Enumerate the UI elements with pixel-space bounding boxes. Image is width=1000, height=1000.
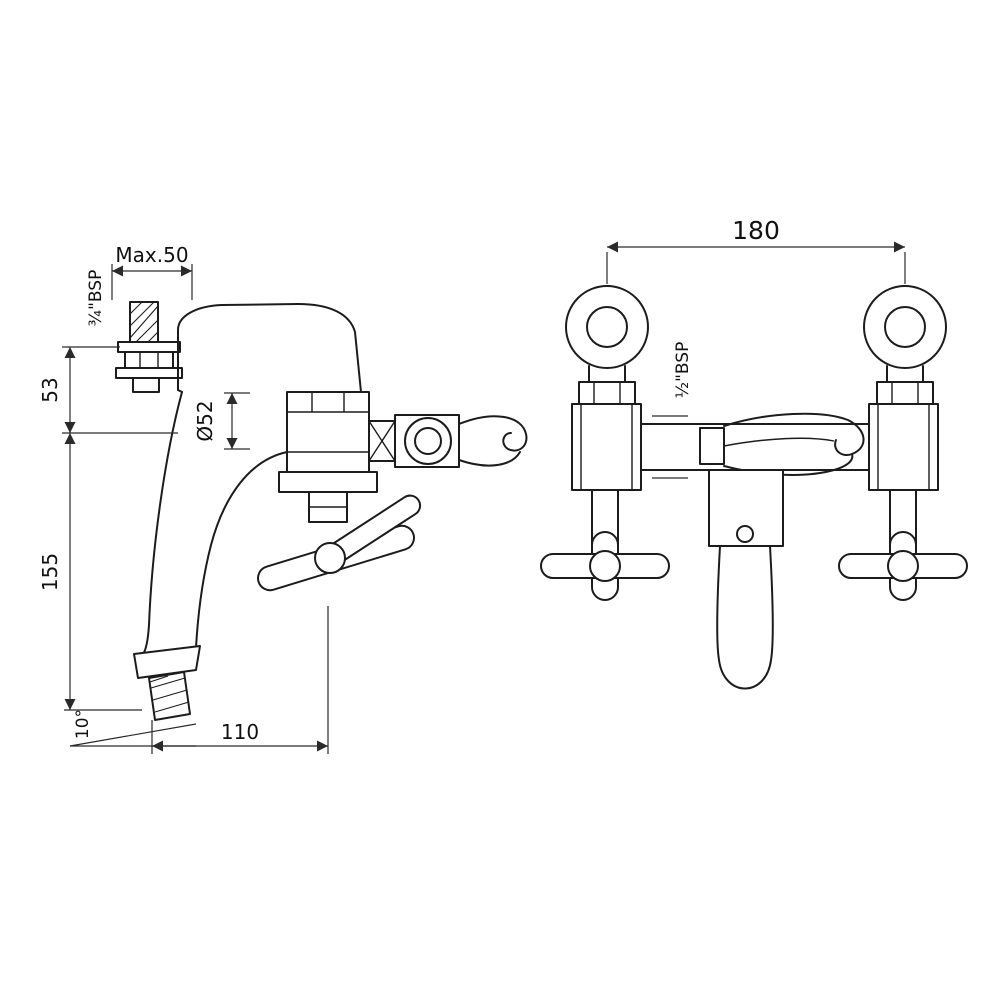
inlet-flange [115, 367, 183, 379]
dimension-53: 53 [38, 346, 178, 434]
dim-155-label: 155 [38, 553, 62, 591]
handle-hub [314, 542, 346, 574]
right-valve-block [868, 403, 939, 491]
right-handle-hub [887, 550, 919, 582]
cradle-hook-upper [458, 415, 528, 452]
left-hex-facets [593, 382, 621, 404]
extension-lines [111, 264, 193, 300]
dimension-155: 155 [38, 433, 142, 711]
extension-lines [224, 392, 250, 450]
cradle-mount [699, 427, 725, 465]
spout-nozzle [148, 671, 191, 721]
locknut-facets [139, 352, 159, 368]
dim-max50-label: Max.50 [115, 243, 188, 267]
valve-body-facets [287, 392, 369, 453]
right-riser-pipe [886, 365, 924, 383]
left-valve-block [571, 403, 642, 491]
diverter-wheel-inner [414, 427, 442, 455]
bsp-reference-ticks [652, 415, 688, 479]
extension-lines [606, 252, 906, 284]
cradle-inner-line [723, 437, 835, 447]
dim-180-label: 180 [732, 216, 780, 245]
right-block-facets [877, 404, 930, 490]
label-shower-thread: ½"BSP [673, 342, 693, 399]
dimension-diameter-52: Ø52 [193, 392, 250, 450]
nozzle-hatching [149, 675, 190, 713]
thread-hatching [129, 301, 159, 343]
valve-body [286, 391, 370, 473]
spout-outer-edge [142, 391, 183, 655]
dim-angle-label: 10° [73, 709, 93, 739]
valve-base [278, 471, 378, 493]
left-cross-handle [540, 489, 670, 601]
dim-diameter-label: Ø52 [193, 400, 217, 441]
valve-body-side [278, 391, 378, 523]
cradle-front [699, 412, 865, 476]
right-cross-handle [838, 489, 968, 601]
left-handle-hub [589, 550, 621, 582]
dimension-max-50: Max.50 [111, 243, 193, 300]
diverter-screw [736, 525, 754, 543]
cradle-hook-lower [458, 451, 521, 467]
right-valve-leg [868, 365, 939, 491]
spout-front [716, 545, 774, 690]
dimension-110: 110 [151, 606, 329, 754]
connector-cross-lines [368, 420, 396, 462]
label-inlet-thread: ¾"BSP [86, 270, 106, 327]
inlet-neck [132, 377, 160, 393]
spout-body-outline [177, 302, 362, 393]
left-flange-inner [586, 306, 628, 348]
cradle-upper-curve [723, 412, 865, 456]
dimension-180: 180 [606, 216, 906, 284]
cross-handle-side [257, 494, 422, 592]
curved-spout [133, 391, 288, 721]
spout-outlet-flange [133, 645, 201, 679]
dim-53-label: 53 [38, 377, 62, 402]
inlet-locknut [124, 351, 174, 369]
left-hex-nut [578, 381, 636, 405]
spout-inner-edge [195, 451, 288, 649]
side-elevation-view: Max.50 ¾"BSP 53 Ø52 155 10° 110 [38, 243, 528, 754]
inlet-fitting [115, 301, 183, 393]
front-elevation-view: 180 ½"BSP [540, 216, 968, 690]
wall-flanges [565, 285, 947, 369]
dim-110-label: 110 [221, 720, 259, 744]
inlet-washer-top [117, 341, 181, 353]
diverter-assembly [368, 414, 528, 468]
right-flange-inner [884, 306, 926, 348]
right-hex-nut [876, 381, 934, 405]
centre-spout-front [708, 469, 784, 690]
right-hex-facets [891, 382, 919, 404]
left-riser-pipe [588, 365, 626, 383]
left-block-facets [580, 404, 633, 490]
left-valve-leg [571, 365, 642, 491]
